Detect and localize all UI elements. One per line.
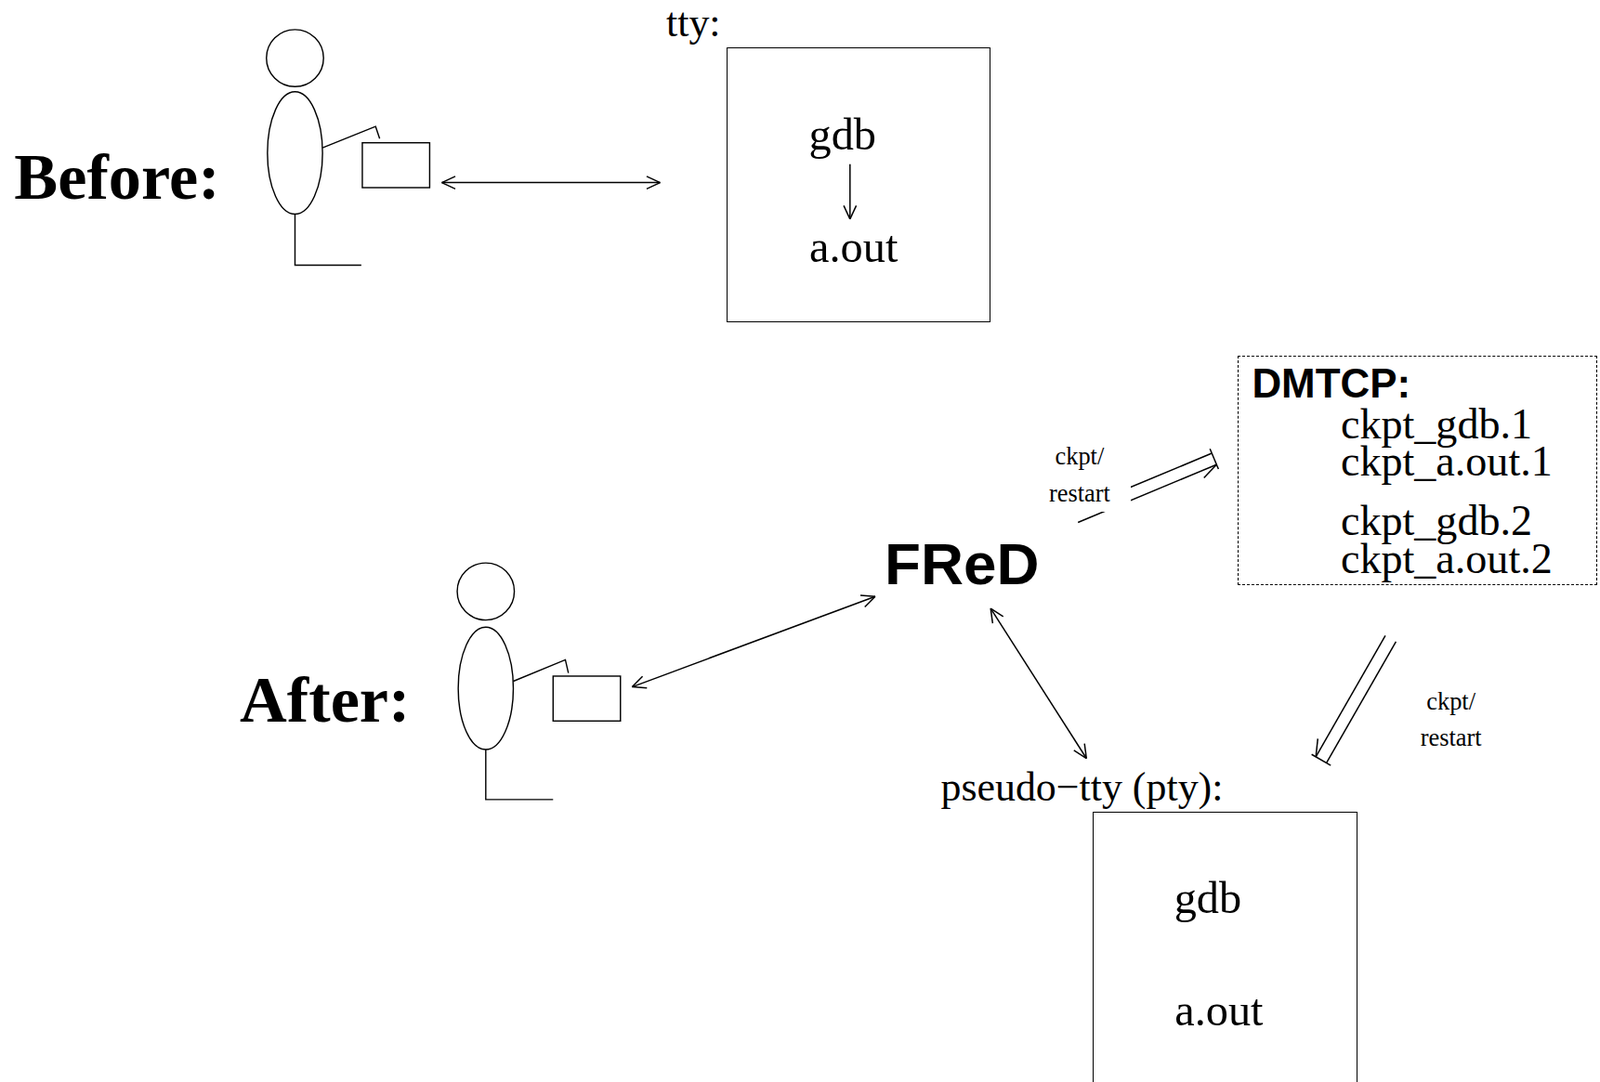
connector-line [990, 608, 993, 624]
process-label: a.out [805, 222, 903, 273]
connector-line [1315, 635, 1386, 758]
connector-line [646, 176, 661, 184]
leg [294, 214, 361, 266]
connector [442, 176, 661, 190]
process-label: gdb [1170, 874, 1246, 924]
node-heading: Before: [13, 144, 220, 210]
checkpoint-store: DMTCP:ckpt_gdb.1ckpt_a.out.1 ckpt_gdb.2ck… [1237, 355, 1598, 586]
connector-line [631, 596, 876, 687]
node-text: ckpt_gdb.1 [1340, 403, 1533, 446]
connector-line [865, 596, 876, 607]
connector-line [850, 205, 857, 220]
process-label: a.out [1170, 986, 1268, 1037]
connector-line [646, 183, 661, 190]
node-heading: pseudo−tty (pty): [940, 767, 1223, 809]
connector [1311, 635, 1397, 766]
connector-line [631, 687, 647, 689]
laptop [362, 143, 430, 188]
arm [322, 126, 380, 148]
node-heading: a.out [1170, 986, 1267, 1036]
edge-label: ckpt/ restart [1400, 683, 1503, 758]
node-heading: gdb [805, 110, 880, 159]
connector-line [843, 205, 851, 220]
connector [990, 608, 1087, 759]
user-group: Before: [12, 30, 436, 276]
connector [631, 595, 876, 689]
connector-line [1315, 738, 1318, 758]
node-heading: a.out [805, 222, 902, 272]
process-label: gdb [805, 110, 881, 160]
connector-line [1204, 464, 1218, 478]
node-text: ckpt_gdb.2 [1340, 499, 1533, 543]
node-text: ckpt_a.out.1 [1340, 440, 1553, 484]
connector-line [860, 595, 876, 597]
node-heading: tty: [666, 2, 722, 44]
body [458, 627, 513, 750]
node-heading: DMTCP: [1251, 363, 1411, 405]
laptop [552, 676, 620, 722]
connector [843, 164, 857, 220]
connector-line [631, 676, 643, 687]
node-text: ckpt_a.out.2 [1340, 537, 1553, 581]
arm [512, 659, 568, 682]
user-before [266, 29, 431, 266]
connector-line [1074, 750, 1088, 760]
user-group: After: [237, 561, 625, 807]
connector-line [442, 183, 457, 190]
node-heading: After: [239, 667, 410, 733]
connector-line [849, 164, 852, 220]
controller-label: FReD [880, 532, 1044, 596]
connector-line [1326, 642, 1397, 764]
connector-line [990, 608, 1004, 617]
node-heading: gdb [1170, 874, 1246, 923]
connector-line [442, 182, 661, 184]
leg [485, 749, 553, 800]
connector-line [1311, 754, 1332, 766]
body [267, 91, 323, 215]
terminal-box: tty:gdba.out [726, 47, 991, 324]
node-heading: FReD [880, 532, 1043, 596]
edge-label: ckpt/ restart [1028, 438, 1131, 512]
head [457, 563, 514, 620]
connector-line [990, 608, 1087, 759]
connector-line [442, 176, 457, 184]
pty-box: pseudo−tty (pty):gdba.out [1092, 812, 1357, 1082]
head [266, 29, 324, 87]
connector-line [1084, 744, 1087, 760]
user-after [457, 563, 621, 800]
